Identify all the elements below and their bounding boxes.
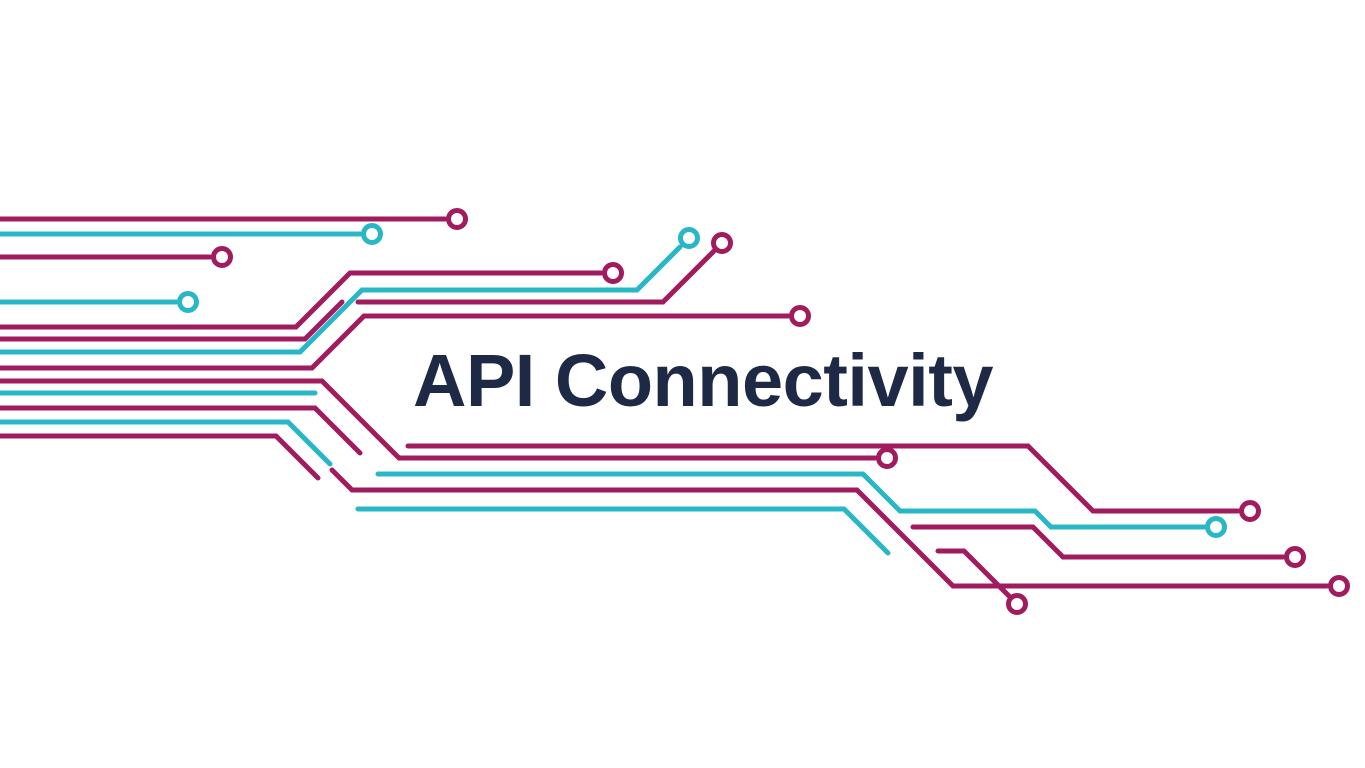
circuit-trace bbox=[0, 419, 333, 467]
circuit-node bbox=[789, 305, 811, 327]
circuit-node bbox=[1205, 516, 1227, 538]
circuit-trace bbox=[375, 471, 1207, 530]
page-title: API Connectivity bbox=[413, 339, 994, 422]
circuit-trace bbox=[935, 548, 1012, 599]
circuit-node bbox=[678, 227, 700, 249]
circuit-trace bbox=[0, 270, 604, 330]
circuit-node bbox=[1284, 546, 1306, 568]
circuit-node bbox=[1239, 500, 1261, 522]
circuit-node bbox=[446, 208, 468, 230]
circuit-node bbox=[711, 232, 733, 254]
circuit-trace bbox=[355, 248, 717, 305]
circuit-trace bbox=[910, 524, 1286, 560]
circuit-trace bbox=[0, 313, 791, 371]
circuit-trace bbox=[405, 443, 1241, 514]
circuit-trace bbox=[355, 506, 891, 556]
circuit-trace bbox=[0, 405, 363, 456]
circuit-trace bbox=[329, 467, 1330, 589]
circuit-node bbox=[876, 447, 898, 469]
circuit-node bbox=[1006, 593, 1028, 615]
circuit-node bbox=[361, 223, 383, 245]
circuit-trace bbox=[0, 378, 878, 461]
circuit-node bbox=[211, 246, 233, 268]
circuit-trace bbox=[0, 299, 345, 342]
circuit-node bbox=[1328, 575, 1350, 597]
circuit-trace bbox=[0, 244, 683, 355]
circuit-node bbox=[602, 262, 624, 284]
circuit-node bbox=[177, 291, 199, 313]
circuit-trace bbox=[0, 433, 321, 481]
